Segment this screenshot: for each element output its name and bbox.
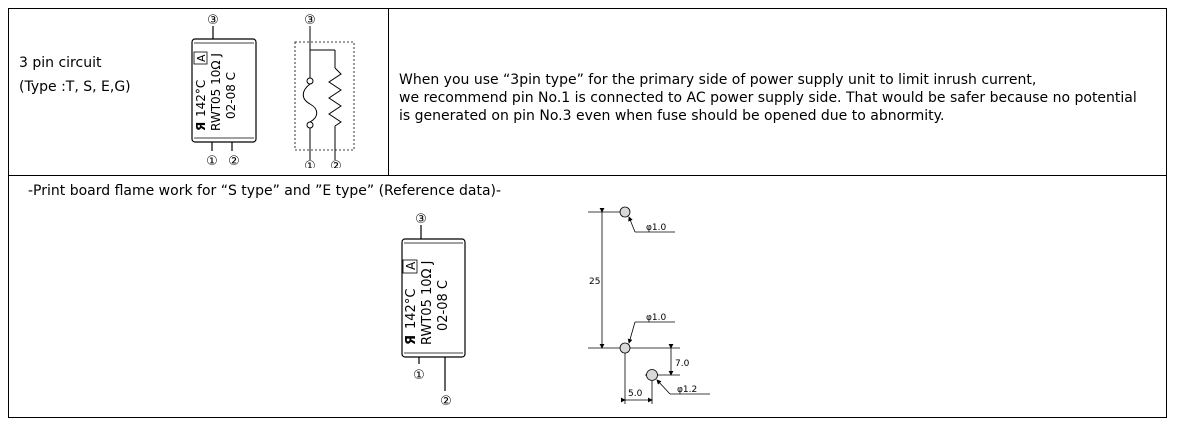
svg-text:Я: Я [194,122,208,131]
component-body [401,238,466,358]
pcb-hole-pin1 [619,342,631,354]
fuse-terminal [306,121,314,129]
svg-text:RWT05 10Ω J: RWT05 10Ω J [420,261,435,345]
svg-text:Я: Я [404,335,419,345]
schematic-pin1-label: ① [304,159,316,168]
svg-text:A: A [404,261,418,270]
hole-diameter-label: φ1.0 [646,313,667,323]
svg-text:A: A [195,54,208,62]
circuit-description: When you use “3pin type” for the primary… [399,71,1161,125]
pcb-footprint-drawing: 25 φ1.0 φ1.0 7.0 5.0 φ1.2 [588,206,710,404]
pcb-hole-pin3 [619,206,631,218]
fuse-terminal [306,77,314,85]
dimension-vertical-offset-label: 7.0 [675,359,690,369]
schematic-pin3-label: ③ [304,13,316,28]
pin2-label: ② [228,154,240,168]
svg-text:02-08 C: 02-08 C [436,280,451,331]
svg-text:02-08 C: 02-08 C [224,72,238,119]
pin3-label: ③ [207,13,219,28]
resistor-symbol [328,67,342,127]
component-body [191,38,257,143]
schematic-outline [294,41,355,151]
component-drawing-small: ③ Я 142°C A RWT05 10Ω J 02-08 C ① ② [191,13,257,168]
hole-diameter-label: φ1.2 [677,385,697,395]
dimension-spacing-label: 25 [589,277,600,287]
component-drawing-large: ③ Я 142°C A RWT05 10Ω J 02-08 C ① ② [401,212,466,409]
fuse-symbol [302,83,318,123]
description-line: is generated on pin No.3 even when fuse … [399,108,945,124]
description-line: we recommend pin No.1 is connected to AC… [399,90,1137,106]
pin1-label: ① [413,368,425,383]
pcb-hole-pin2 [646,369,658,381]
component-marking: Я 142°C A RWT05 10Ω J 02-08 C [193,51,238,131]
pin2-label: ② [440,394,452,409]
column-divider [388,9,389,176]
svg-text:RWT05 10Ω J: RWT05 10Ω J [209,53,223,131]
circuit-types: (Type :T, S, E,G) [19,79,131,95]
circuit-title: 3 pin circuit [19,55,102,71]
section-title: -Print board flame work for “S type” and… [28,183,502,199]
spec-table: 3 pin circuit (Type :T, S, E,G) When you… [8,8,1167,418]
hole-diameter-label: φ1.0 [646,223,667,233]
dimension-horizontal-offset-label: 5.0 [628,389,643,399]
svg-text:142°C: 142°C [404,289,419,329]
schematic-pin2-label: ② [330,159,342,168]
pin1-label: ① [206,154,218,168]
component-marking: Я 142°C A RWT05 10Ω J 02-08 C [402,259,451,345]
svg-text:142°C: 142°C [194,80,208,117]
pin3-label: ③ [415,212,427,227]
circuit-schematic: ③ ① ② [294,13,355,168]
description-line: When you use “3pin type” for the primary… [399,72,1037,88]
row-divider [9,175,1166,176]
